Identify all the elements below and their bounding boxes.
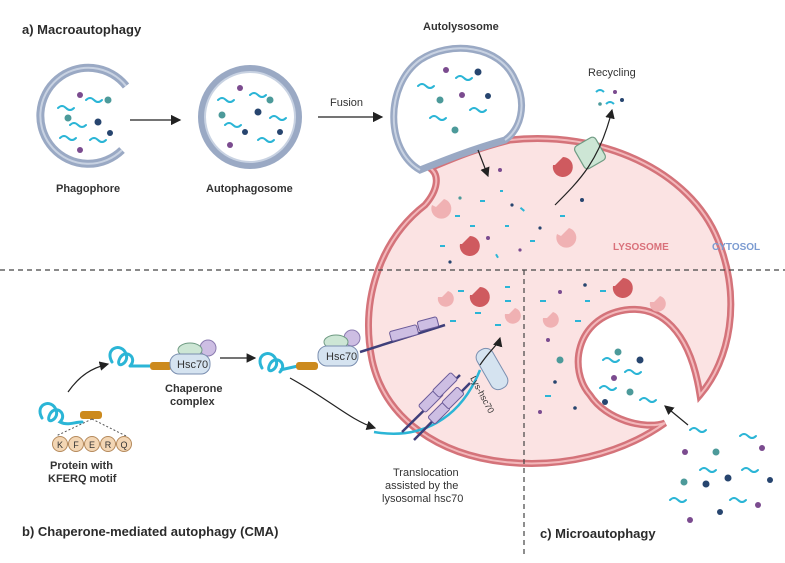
section-title-micro: c) Microautophagy [540,526,656,541]
kferq-q: Q [120,440,127,450]
autophagosome [198,65,302,169]
phagophore [36,63,130,168]
label-phagophore: Phagophore [56,183,120,195]
kferq-e: E [89,440,95,450]
label-hsc70-complex: Hsc70 [177,359,208,371]
microautophagy-cytosol-cargo [669,427,773,523]
label-lysosome: LYSOSOME [613,242,669,253]
label-cytosol: CYTOSOL [712,242,760,253]
section-title-cma: b) Chaperone-mediated autophagy (CMA) [22,524,278,539]
protein-kferq [38,402,127,437]
kferq-f: F [73,440,79,450]
label-autophagosome: Autophagosome [206,183,293,195]
autolysosome-vesicle [390,44,526,174]
hydrolase-icons [431,157,666,328]
arrow-cargo-into-lysosome [477,149,490,178]
arrow-protein-to-complex [67,361,110,393]
label-translocation-2: assisted by the [385,480,458,492]
kferq-k: K [57,440,63,450]
micro-lysosome-dots [538,283,606,414]
label-protein-2: KFERQ motif [48,473,117,485]
kferq-r: R [105,440,112,450]
lamp2a-translocation [289,286,511,441]
recycling-fragments [595,89,624,106]
label-recycling: Recycling [588,67,636,79]
lysosome [365,135,735,467]
label-autolysosome: Autolysosome [423,21,499,33]
label-fusion: Fusion [330,97,363,109]
chaperone-complex-2 [258,316,446,374]
lysosome-dots [448,168,584,264]
label-translocation-1: Translocation [393,467,459,479]
label-protein-1: Protein with [50,460,113,472]
recycling-channel [554,108,615,206]
label-chaperone-2: complex [170,396,216,408]
lysosome-fragments [440,190,565,259]
chaperone-complex-1 [108,339,217,375]
label-hsc70-receptor: Hsc70 [326,351,357,363]
microautophagy-cargo-inside [599,348,657,405]
label-chaperone-1: Chaperone [165,383,222,395]
autolysosome-cargo [417,67,491,134]
section-title-macro: a) Macroautophagy [22,22,142,37]
kferq-beads: K F E R Q [52,436,132,452]
label-translocation-3: lysosomal hsc70 [382,493,463,505]
arrow-micro-engulf [664,405,689,426]
